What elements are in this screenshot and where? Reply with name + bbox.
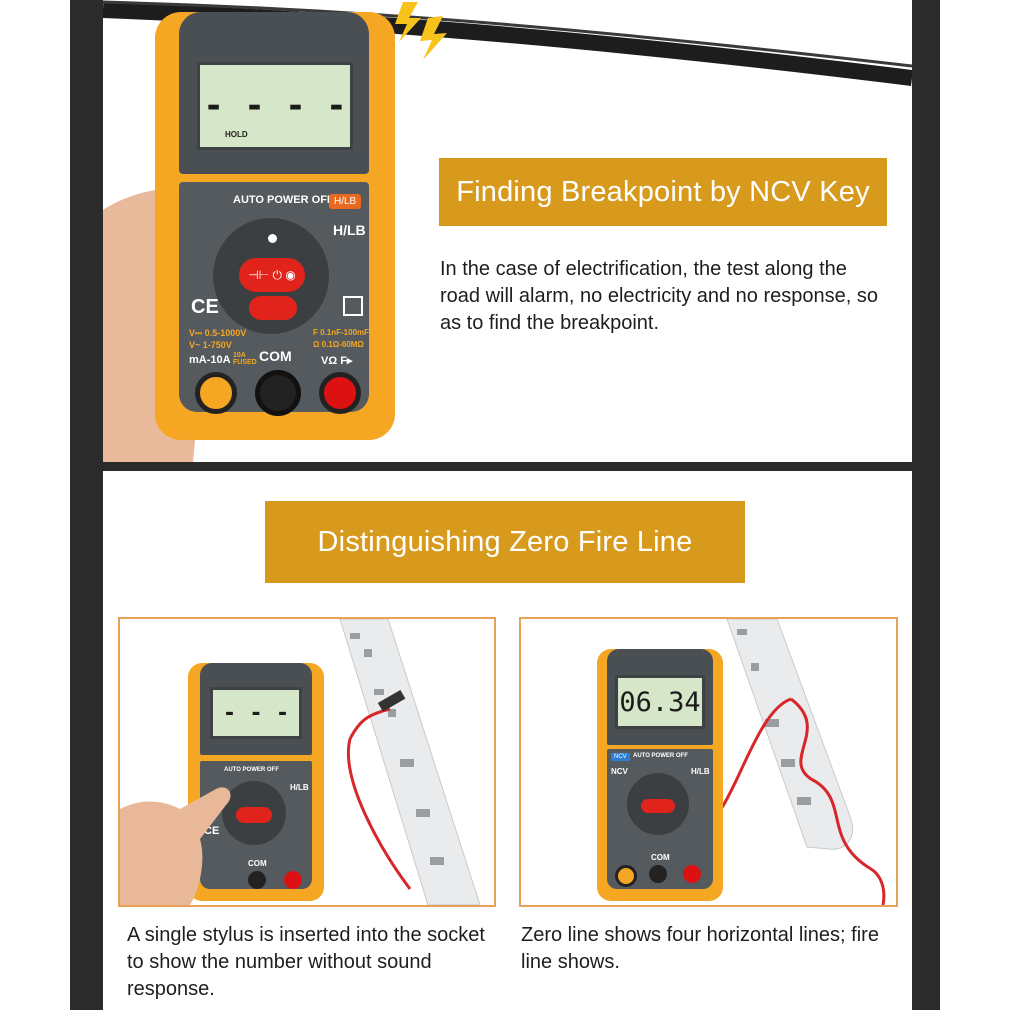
ce-mark: CE <box>191 296 219 318</box>
left-frame-bar <box>70 0 103 1010</box>
left-caption: A single stylus is inserted into the soc… <box>127 924 485 1000</box>
v-dc-range: V⎓ 0.5-1000V <box>189 328 247 338</box>
v-jack[interactable] <box>319 372 361 414</box>
right-display-value: 06.34 <box>619 686 701 718</box>
com-label: COM <box>259 348 292 364</box>
left-com-jack <box>248 871 266 889</box>
left-multimeter: - - - AUTO POWER OFF H/LB CE COM <box>188 663 324 901</box>
display-value: - - - - <box>203 86 347 126</box>
section-divider <box>70 462 940 471</box>
left-function-button[interactable] <box>236 807 272 823</box>
right-function-button[interactable] <box>641 799 675 813</box>
right-com-label: COM <box>651 853 670 862</box>
right-power-strip-image <box>721 619 886 905</box>
right-multimeter: 06.34 NCV AUTO POWER OFF NCV H/LB COM <box>597 649 723 901</box>
vo-label: VΩ F▸ <box>321 355 353 367</box>
right-demo-photo: 06.34 NCV AUTO POWER OFF NCV H/LB COM <box>519 617 898 907</box>
fused-label: 10A FUSED <box>233 352 257 366</box>
left-hlb-label: H/LB <box>290 783 309 792</box>
lightning-icon <box>395 2 447 60</box>
ohm-range: Ω 0.1Ω-60MΩ <box>313 340 364 349</box>
ncv-description: In the case of electrification, the test… <box>440 258 878 334</box>
right-ma-jack <box>615 865 637 887</box>
zero-fire-banner: Distinguishing Zero Fire Line <box>265 501 745 583</box>
left-v-jack <box>284 871 302 889</box>
hold-label: HOLD <box>225 130 248 139</box>
double-insulation-icon <box>343 296 363 316</box>
right-caption: Zero line shows four horizontal lines; f… <box>521 924 879 973</box>
com-jack[interactable] <box>255 370 301 416</box>
f-range: F 0.1nF-100mF <box>313 328 370 337</box>
indicator-dot <box>268 234 277 243</box>
right-v-jack <box>683 865 701 883</box>
right-frame-bar <box>912 0 940 1010</box>
right-ncv-label: NCV <box>611 767 628 776</box>
left-display-value: - - - <box>222 700 290 726</box>
multimeter-body: - - - - HOLD AUTO POWER OFF H/LB H/LB ⊣⊢… <box>155 12 395 440</box>
left-com-label: COM <box>248 859 267 868</box>
function-button[interactable]: ⊣⊢ ⏻ ◉ <box>239 258 305 292</box>
auto-power-off-label: AUTO POWER OFF <box>233 194 334 206</box>
power-strip-image <box>339 619 481 905</box>
right-auto-power-off: AUTO POWER OFF <box>633 753 688 759</box>
right-hlb-label: H/LB <box>691 767 710 776</box>
left-auto-power-off: AUTO POWER OFF <box>224 767 279 773</box>
hlb-label: H/LB <box>333 222 366 238</box>
hold-button[interactable] <box>249 296 297 320</box>
zero-fire-banner-title: Distinguishing Zero Fire Line <box>317 525 693 558</box>
v-ac-range: V~ 1-750V <box>189 340 232 350</box>
finger-image <box>120 787 231 905</box>
ncv-banner: Finding Breakpoint by NCV Key <box>439 158 887 226</box>
ma-jack[interactable] <box>195 372 237 414</box>
ncv-badge[interactable]: NCV <box>611 753 630 761</box>
lcd-display: - - - - <box>197 62 353 150</box>
left-demo-photo: - - - AUTO POWER OFF H/LB CE COM <box>118 617 496 907</box>
hlb-badge[interactable]: H/LB <box>329 194 362 209</box>
right-lcd-display: 06.34 <box>615 675 705 729</box>
right-com-jack <box>649 865 667 883</box>
ma-label: mA-10A <box>189 354 231 366</box>
top-product-photo: - - - - HOLD AUTO POWER OFF H/LB H/LB ⊣⊢… <box>103 0 403 462</box>
left-lcd-display: - - - <box>210 687 302 739</box>
ncv-banner-title: Finding Breakpoint by NCV Key <box>456 175 870 208</box>
